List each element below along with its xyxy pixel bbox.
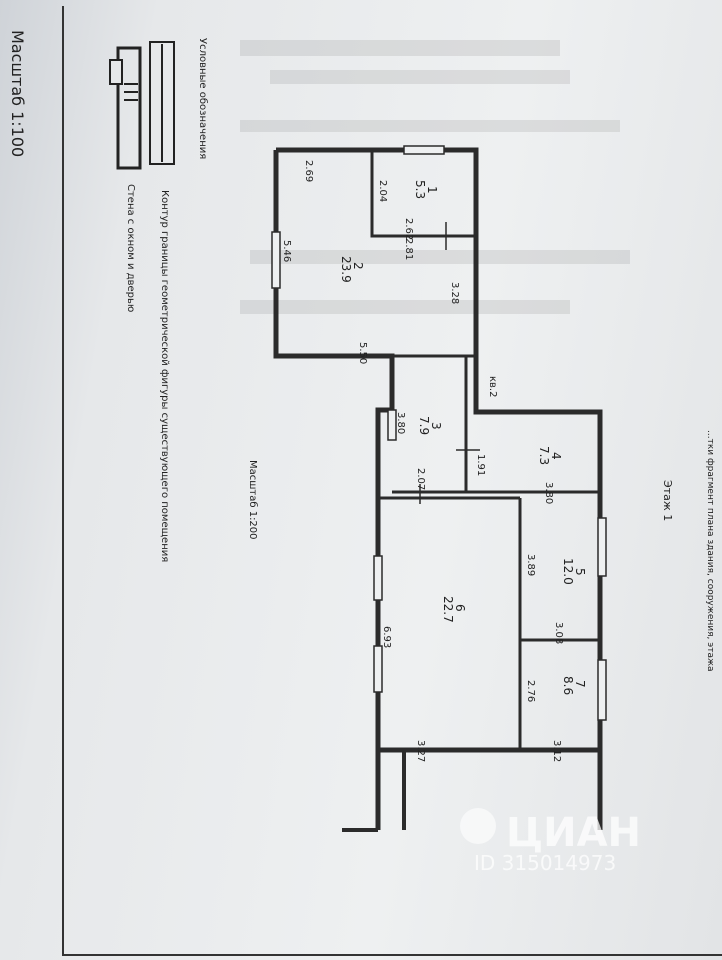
side-scale: Масштаб 1:100 [8,30,27,157]
svg-text:2.76: 2.76 [525,680,536,702]
svg-text:2.62: 2.62 [403,218,414,240]
room-3-area: 7.9 [417,416,431,435]
svg-text:5.46: 5.46 [281,240,292,262]
svg-text:3.89: 3.89 [525,554,536,576]
room-6-num: 6 [453,604,467,612]
svg-text:6.93: 6.93 [381,626,392,648]
sheet-border [62,6,722,956]
apartment-label: кв.2 [487,376,498,397]
room-2-area: 23.9 [339,256,353,283]
room-3-num: 3 [429,422,443,430]
svg-text:3.27: 3.27 [415,740,426,762]
svg-text:2.07: 2.07 [415,468,426,490]
watermark-id: ID 315014973 [474,851,616,875]
dimension-labels: 2.69 2.04 2.62 2.81 5.46 3.28 5.50 3.80 … [281,160,564,762]
room-4-num: 4 [549,452,563,460]
svg-text:1.91: 1.91 [475,454,486,476]
legend-contour-text: Контур границы геометрической фигуры сущ… [159,190,170,562]
svg-text:2.69: 2.69 [303,160,314,182]
svg-text:3.12: 3.12 [551,740,562,762]
svg-text:2.81: 2.81 [403,238,414,260]
faded-background-text [240,40,630,314]
room-2-num: 2 [351,262,365,270]
legend-title: Условные обозначения [197,38,208,159]
room-labels: 1 5.3 2 23.9 3 7.9 4 7.3 5 12.0 6 22.7 7… [339,180,587,695]
svg-text:3.28: 3.28 [449,282,460,304]
room-5-area: 12.0 [561,558,575,585]
legend-wall-text: Стена с окном и дверью [125,184,136,312]
room-7-area: 8.6 [561,676,575,695]
cian-logo-icon [460,808,496,844]
openings [271,145,607,721]
room-1-num: 1 [425,186,439,194]
room-1-area: 5.3 [413,180,427,199]
cian-watermark: ЦИАН ID 315014973 [460,808,641,875]
room-4-area: 7.3 [537,446,551,465]
room-7-num: 7 [573,680,587,688]
svg-text:3.08: 3.08 [553,622,564,644]
svg-text:5.50: 5.50 [357,342,368,364]
room-6-area: 22.7 [441,596,455,623]
svg-text:3.80: 3.80 [395,412,406,434]
floor-title: Этаж 1 [661,480,674,521]
plan-scale: Масштаб 1:200 [247,460,258,540]
legend-symbols [109,41,175,170]
watermark-brand: ЦИАН [506,810,641,856]
top-note: ...тки фрагмент плана здания, сооружения… [705,430,715,672]
room-5-num: 5 [573,568,587,576]
svg-text:3.80: 3.80 [543,482,554,504]
svg-text:2.04: 2.04 [377,180,388,202]
